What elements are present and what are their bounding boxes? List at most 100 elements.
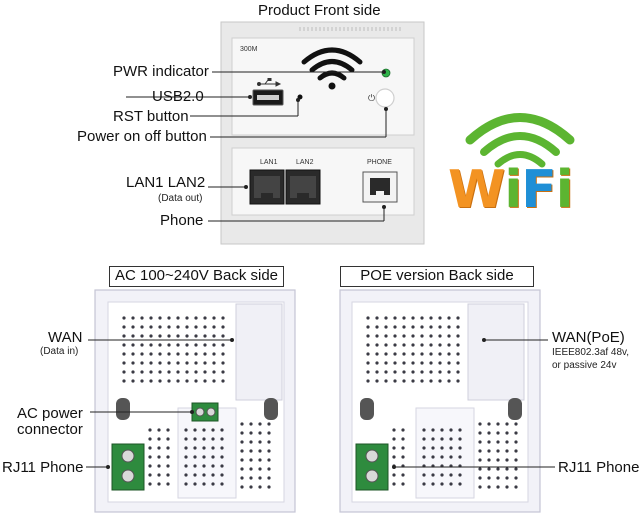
vent-hole xyxy=(176,325,180,329)
vent-hole xyxy=(131,379,135,383)
vent-hole xyxy=(402,370,406,374)
vent-hole xyxy=(384,361,388,365)
vent-hole xyxy=(431,455,435,459)
vent-hole xyxy=(438,343,442,347)
vent-hole xyxy=(514,485,518,489)
vent-hole xyxy=(440,455,444,459)
vent-hole xyxy=(249,440,253,444)
vent-hole xyxy=(401,446,405,450)
vent-hole xyxy=(458,428,462,432)
vent-hole xyxy=(249,422,253,426)
lan-ports xyxy=(249,169,321,205)
vent-hole xyxy=(384,316,388,320)
vent-hole xyxy=(447,325,451,329)
vent-hole xyxy=(148,446,152,450)
phone-port xyxy=(362,171,398,203)
vent-hole xyxy=(429,316,433,320)
vent-hole xyxy=(193,473,197,477)
vent-hole xyxy=(447,316,451,320)
vent-hole xyxy=(202,473,206,477)
vent-hole xyxy=(456,370,460,374)
vent-hole xyxy=(149,343,153,347)
vent-hole xyxy=(194,352,198,356)
vent-hole xyxy=(456,325,460,329)
vent-hole xyxy=(429,361,433,365)
vent-hole xyxy=(122,361,126,365)
vent-hole xyxy=(375,352,379,356)
vent-hole xyxy=(375,316,379,320)
vent-hole xyxy=(393,370,397,374)
panel-model-text: 300M xyxy=(240,46,258,53)
vent-hole xyxy=(431,437,435,441)
vent-hole xyxy=(202,455,206,459)
vent-hole xyxy=(166,446,170,450)
vent-hole xyxy=(496,422,500,426)
vent-hole xyxy=(438,325,442,329)
vent-hole xyxy=(456,343,460,347)
vent-hole xyxy=(212,379,216,383)
vent-hole xyxy=(449,428,453,432)
vent-hole xyxy=(193,446,197,450)
vent-hole xyxy=(411,316,415,320)
poe-back-title: POE version Back side xyxy=(340,266,534,287)
vent-hole xyxy=(487,458,491,462)
vent-hole xyxy=(249,476,253,480)
pwr-indicator-label: PWR indicator xyxy=(113,63,209,80)
vent-hole xyxy=(505,467,509,471)
vent-hole xyxy=(176,316,180,320)
vent-hole xyxy=(212,334,216,338)
vent-hole xyxy=(402,325,406,329)
vent-hole xyxy=(438,334,442,338)
vent-hole xyxy=(420,316,424,320)
vent-hole xyxy=(440,437,444,441)
vent-hole xyxy=(505,431,509,435)
vent-hole xyxy=(203,325,207,329)
vent-hole xyxy=(496,449,500,453)
vent-hole xyxy=(212,361,216,365)
vent-hole xyxy=(514,431,518,435)
vent-hole xyxy=(478,458,482,462)
vent-hole xyxy=(240,440,244,444)
vent-hole xyxy=(258,485,262,489)
ac-back-panel xyxy=(94,289,296,513)
power-button-icon: ⏻ xyxy=(368,88,395,108)
vent-hole xyxy=(514,476,518,480)
panel-lan1-text: LAN1 xyxy=(260,159,278,166)
vent-hole xyxy=(221,361,225,365)
vent-hole xyxy=(212,316,216,320)
vent-hole xyxy=(487,476,491,480)
vent-hole xyxy=(211,446,215,450)
vent-hole xyxy=(184,482,188,486)
vent-hole xyxy=(185,379,189,383)
vent-hole xyxy=(131,343,135,347)
vent-hole xyxy=(392,482,396,486)
back-leader-lines xyxy=(86,338,555,469)
vent-hole xyxy=(184,437,188,441)
vent-hole xyxy=(202,428,206,432)
vent-hole xyxy=(440,428,444,432)
vent-hole xyxy=(167,352,171,356)
vent-hole xyxy=(185,370,189,374)
vent-hole xyxy=(140,361,144,365)
vent-hole xyxy=(267,476,271,480)
vent-hole xyxy=(393,343,397,347)
vent-hole xyxy=(193,437,197,441)
vent-hole xyxy=(375,325,379,329)
vent-hole xyxy=(456,316,460,320)
vent-hole xyxy=(458,446,462,450)
vent-hole xyxy=(149,361,153,365)
vent-hole xyxy=(203,352,207,356)
vent-hole xyxy=(131,352,135,356)
vent-hole xyxy=(438,370,442,374)
vent-hole xyxy=(514,449,518,453)
vent-hole xyxy=(411,343,415,347)
wifi-logo-icon xyxy=(465,113,575,168)
vent-hole xyxy=(131,325,135,329)
vent-hole xyxy=(456,334,460,338)
vent-hole xyxy=(158,334,162,338)
vent-hole xyxy=(202,446,206,450)
vent-hole xyxy=(122,370,126,374)
vent-hole xyxy=(184,455,188,459)
vent-hole xyxy=(194,343,198,347)
vent-hole xyxy=(393,316,397,320)
